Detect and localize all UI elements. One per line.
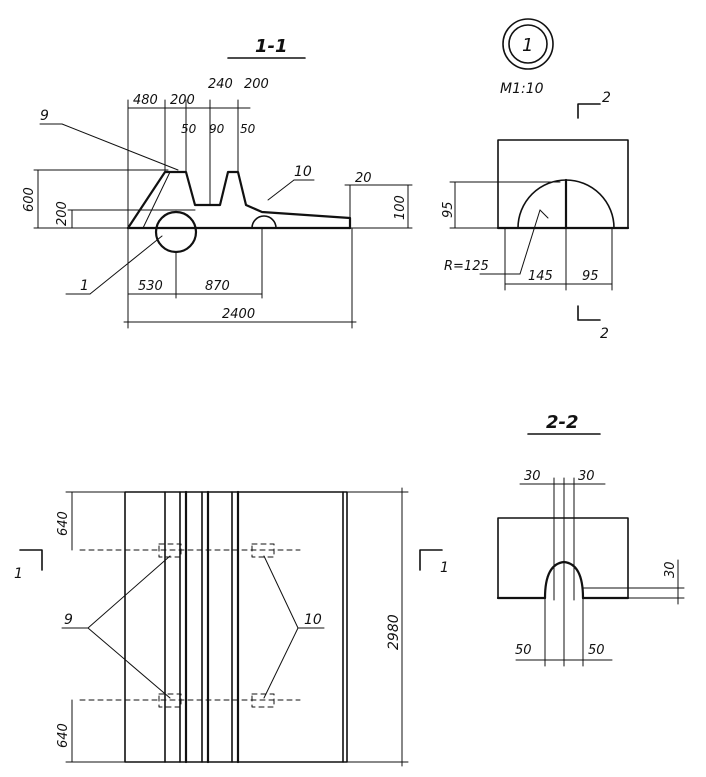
dim-text: 240	[208, 77, 233, 92]
leader-line	[87, 555, 171, 629]
cut-mark-label: 1	[14, 566, 23, 582]
detail-outline	[497, 139, 629, 229]
insert-box	[251, 693, 275, 708]
dim-text: 200	[244, 77, 269, 92]
dim-text: 2980	[386, 614, 402, 650]
slope-line	[142, 171, 171, 229]
dim-text: 100	[393, 195, 408, 220]
callout-9: 9	[64, 612, 73, 628]
insert-box	[158, 693, 182, 708]
cut-mark-label: 1	[440, 560, 449, 576]
leader-line	[267, 179, 295, 201]
leader-line	[87, 627, 171, 699]
leader-line	[263, 555, 299, 629]
detail-number: 1	[522, 35, 533, 56]
leader-line	[263, 627, 299, 699]
detail-scale: М1:10	[500, 81, 544, 97]
dim-text: 30	[663, 561, 678, 578]
cut-mark-label: 2	[602, 90, 611, 106]
callout-1: 1	[80, 278, 89, 294]
dim-text: 200	[170, 93, 195, 108]
dim-text: 20	[355, 171, 372, 186]
detail-number-inner-circle	[508, 24, 548, 64]
dim-text: 95	[582, 269, 599, 284]
plan-view: 640 640 2980 1 1 9 10	[14, 487, 449, 767]
callout-10: 10	[304, 612, 322, 628]
dim-text: 480	[133, 93, 158, 108]
dim-text: 530	[138, 279, 163, 294]
dim-text: 50	[515, 643, 532, 658]
detail-1: 1 М1:10 2 2 95 R=125 145 95	[441, 18, 630, 342]
dim-text: 50	[240, 122, 256, 136]
cut-mark	[577, 103, 601, 119]
insert-box	[251, 543, 275, 558]
groove	[543, 560, 585, 600]
dim-text: 145	[528, 269, 553, 284]
dim-text: 200	[55, 201, 70, 226]
dim-text: R=125	[444, 259, 489, 274]
radius-line	[539, 209, 549, 219]
section-2-2-title: 2-2	[546, 412, 579, 433]
cut-mark-label: 2	[600, 326, 609, 342]
pipe-circle	[154, 210, 198, 254]
callout-9: 9	[40, 108, 49, 124]
dim-text: 95	[441, 201, 456, 218]
leader-line	[89, 235, 163, 295]
dim-text: 2400	[222, 307, 255, 322]
dim-text: 30	[578, 469, 595, 484]
dim-text: 50	[181, 122, 197, 136]
profile-outline	[126, 170, 352, 230]
leader-line	[519, 209, 541, 275]
section-outline	[497, 517, 629, 599]
cut-mark	[577, 305, 601, 321]
dim-text: 640	[56, 511, 71, 536]
dim-text: 640	[56, 723, 71, 748]
detail-number-circle	[502, 18, 554, 70]
section-2-2: 2-2 30 30 30 50 50	[496, 412, 685, 667]
dim-text: 600	[22, 187, 37, 212]
plan-outline	[124, 491, 348, 763]
section-1-1-title: 1-1	[255, 36, 288, 57]
dim-text: 30	[524, 469, 541, 484]
section-1-1: 1-1 480 200 240 200 50 90 50 600 200	[22, 36, 413, 329]
dim-text: 90	[209, 122, 225, 136]
drain-arc	[251, 215, 277, 229]
insert-box	[158, 543, 182, 558]
leader-line	[61, 123, 179, 171]
cut-mark	[19, 549, 43, 571]
callout-10: 10	[294, 164, 312, 180]
cut-mark	[419, 549, 443, 571]
dim-text: 870	[205, 279, 230, 294]
dim-text: 50	[588, 643, 605, 658]
